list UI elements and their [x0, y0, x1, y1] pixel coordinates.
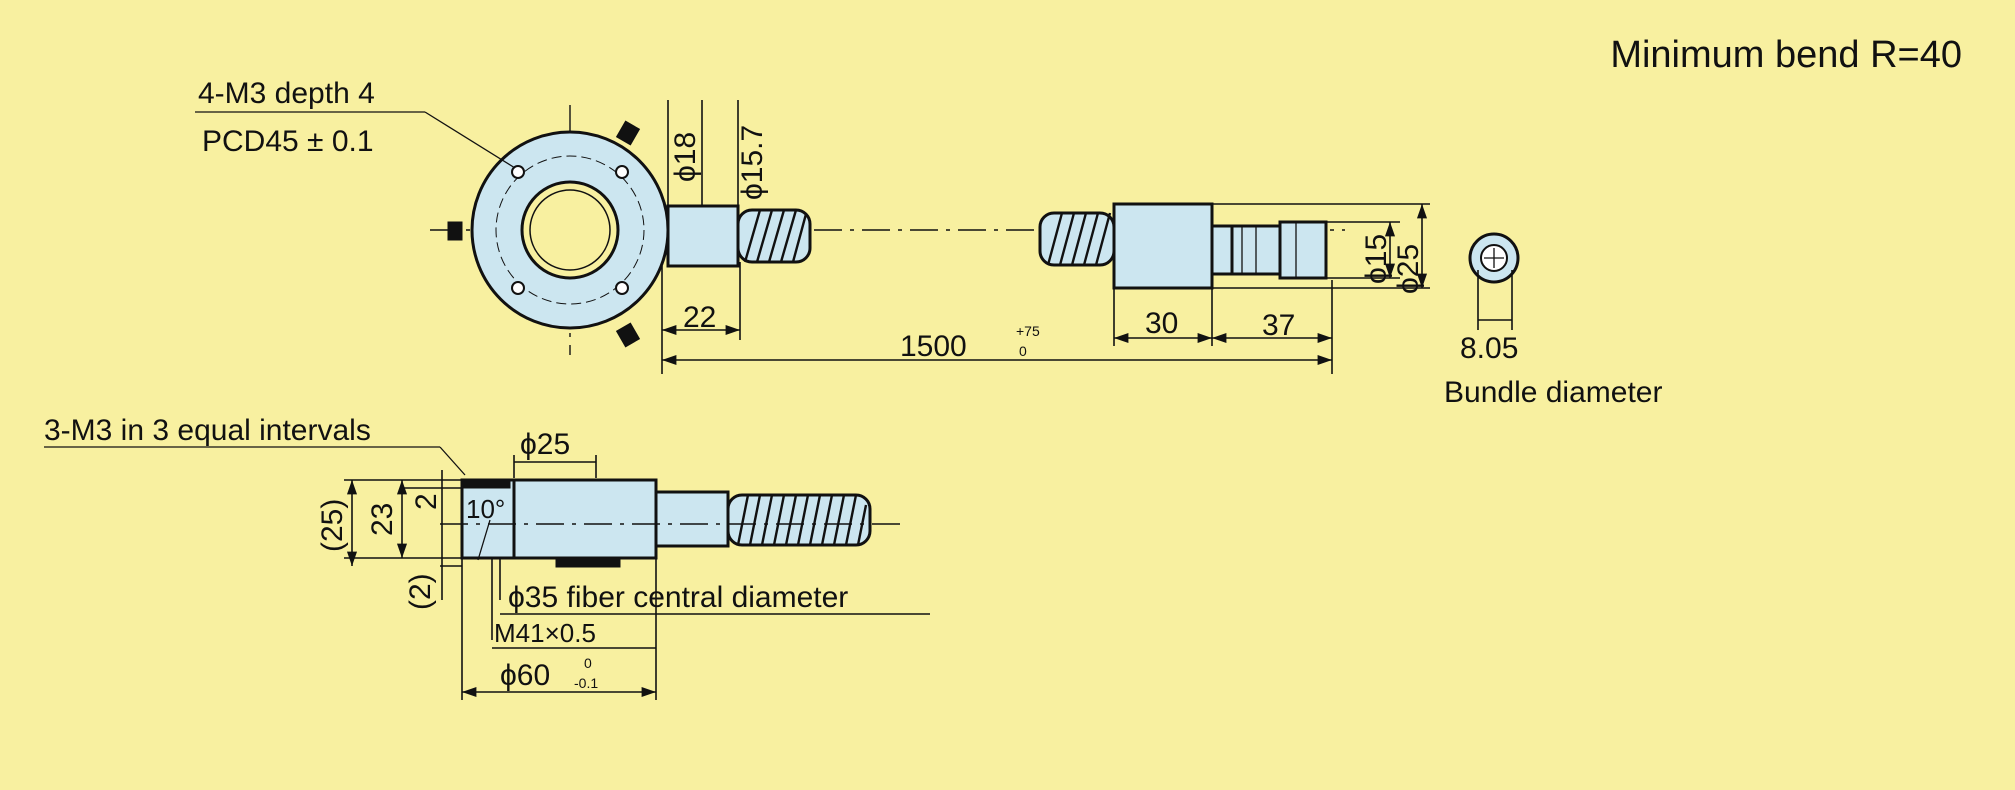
set-screw-top: [615, 120, 641, 146]
side-view: 3-M3 in 3 equal intervals 10° ϕ25: [44, 414, 930, 700]
set-screw-bottom: [615, 322, 641, 348]
dim-1500: 1500: [900, 330, 967, 363]
dim-thread: M41×0.5: [494, 618, 596, 648]
m3-hole-2: [615, 165, 629, 179]
dim-22: 22: [683, 301, 716, 334]
dim-phi15-7: ϕ15.7: [736, 125, 769, 200]
left-armor-ribs: [743, 209, 808, 263]
holes-note: 4-M3 depth 4: [198, 77, 375, 110]
side-armor-ribs: [736, 494, 868, 546]
angle-10: 10°: [466, 494, 505, 524]
pcd-note: PCD45 ± 0.1: [202, 125, 374, 158]
connector-neck: [1210, 224, 1234, 276]
bundle-label: Bundle diameter: [1444, 376, 1662, 409]
pcd-circle: [495, 155, 645, 305]
dim-side-2: 2: [410, 493, 443, 510]
dim-37: 37: [1262, 309, 1295, 342]
dim-side-25: (25): [316, 499, 349, 552]
holes-note-leader: [424, 111, 516, 169]
right-armor-ribs: [1046, 212, 1112, 266]
flange-top-band: [461, 479, 511, 489]
flange-bore-inner: [529, 189, 611, 271]
dim-1500-tol-upper: +75: [1016, 323, 1040, 339]
bundle-value: 8.05: [1460, 332, 1518, 365]
m3-hole-3: [511, 281, 525, 295]
dim-side-2b: (2): [404, 573, 437, 610]
dim-phi60-tol-upper: 0: [584, 655, 592, 671]
end-view: 8.05 Bundle diameter: [1444, 232, 1662, 409]
dim-phi60-tol-lower: -0.1: [574, 675, 598, 691]
side-tube: [654, 490, 730, 548]
dim-1500-tol-lower: 0: [1019, 343, 1027, 359]
connector-end: [1278, 220, 1328, 280]
min-bend-label: Minimum bend R=40: [1610, 34, 1962, 76]
flange-bore: [520, 180, 620, 280]
dim-phi15: ϕ15: [1360, 234, 1393, 284]
m3-hole-4: [615, 281, 629, 295]
dim-phi18: ϕ18: [669, 132, 702, 182]
dim-side-23: 23: [366, 503, 399, 536]
dim-fiber-center: ϕ35 fiber central diameter: [508, 581, 848, 614]
flange-bottom-screw: [555, 557, 621, 568]
connector-body: [1112, 202, 1214, 290]
dim-phi25: ϕ25: [1392, 244, 1425, 294]
dim-side-phi25: ϕ25: [520, 428, 570, 461]
top-view: 4-M3 depth 4 PCD45 ± 0.1 ϕ18 ϕ15.7 22 15…: [195, 77, 1430, 374]
set-screw-left: [447, 221, 463, 241]
flange-main-side: [512, 478, 658, 560]
screws-note: 3-M3 in 3 equal intervals: [44, 414, 371, 447]
m3-hole-1: [511, 165, 525, 179]
dim-phi60: ϕ60: [500, 659, 550, 692]
left-tube: [666, 204, 740, 268]
dim-30: 30: [1145, 307, 1178, 340]
